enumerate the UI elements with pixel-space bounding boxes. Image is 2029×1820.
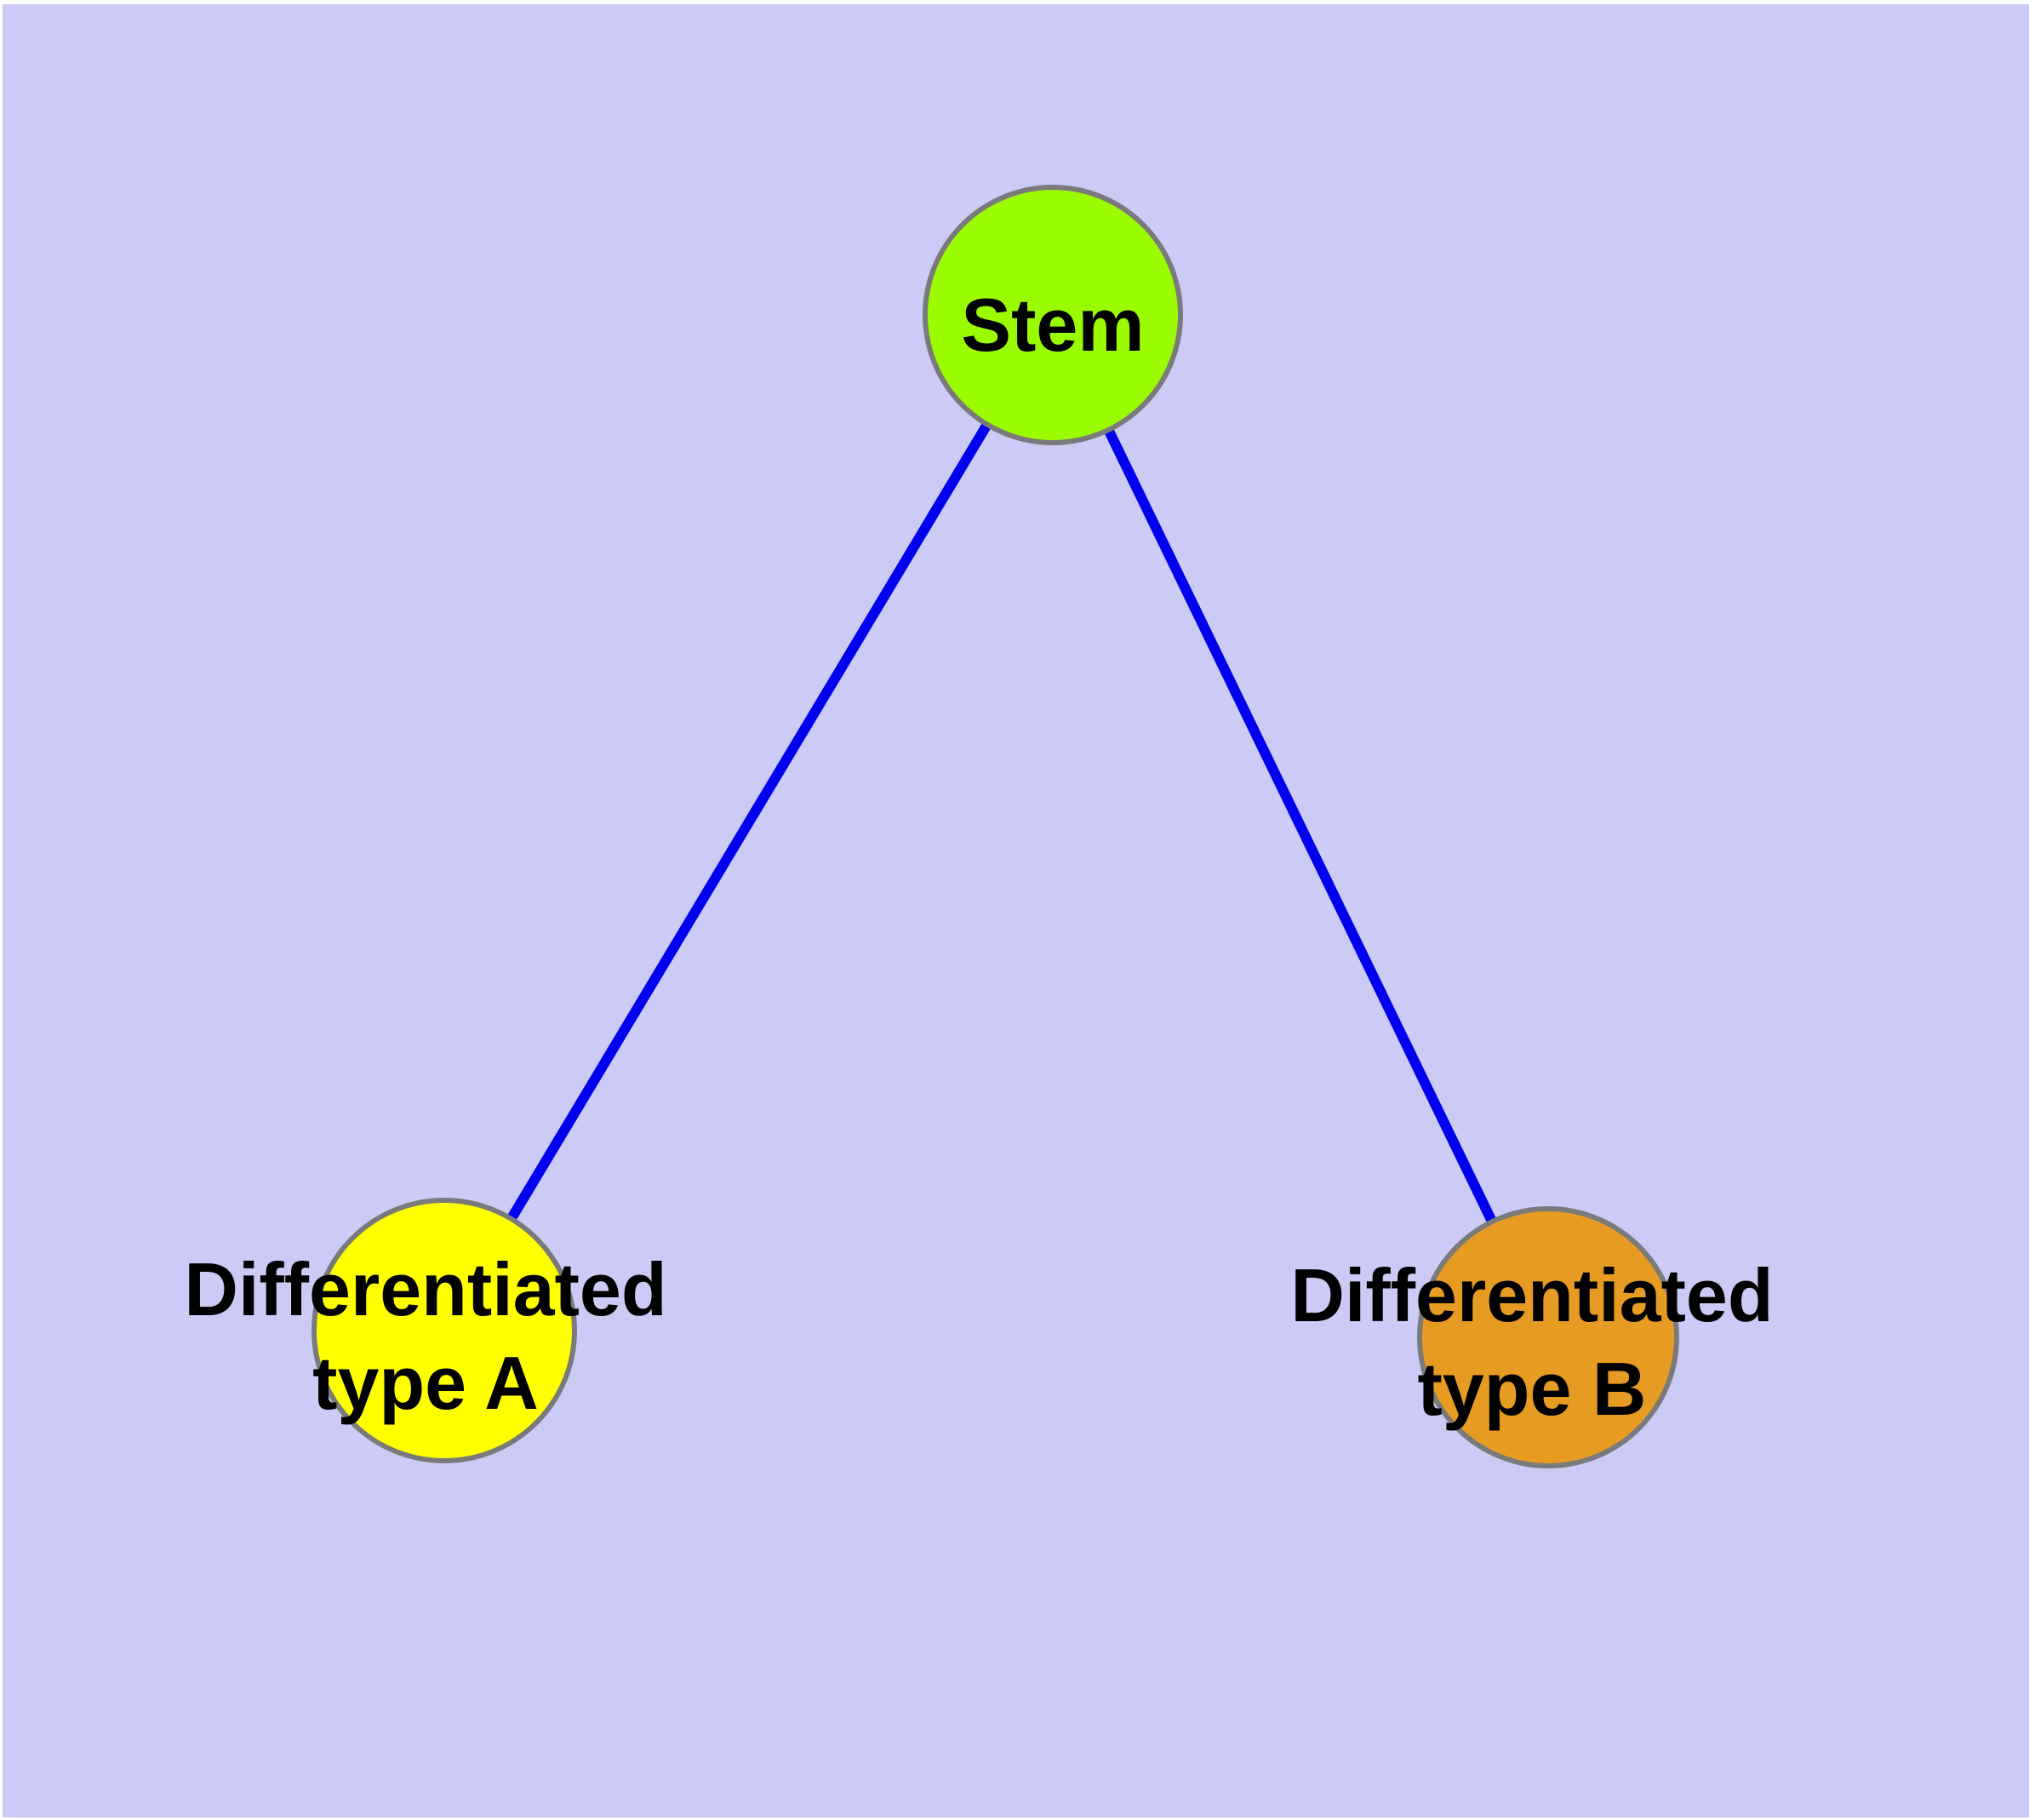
edge-stem-to-type-b — [1048, 312, 1553, 1340]
node-label-type-a-line1: Differentiated — [184, 1247, 666, 1331]
node-label-type-b-line1: Differentiated — [1290, 1253, 1773, 1337]
node-label-stem: Stem — [961, 283, 1144, 367]
node-stem — [923, 185, 1183, 445]
node-differentiated-type-b — [1417, 1206, 1679, 1468]
edge-stem-to-type-a — [439, 312, 1058, 1334]
node-label-type-b-line2: type B — [1418, 1347, 1647, 1431]
node-differentiated-type-a — [311, 1198, 577, 1463]
node-label-type-a-line2: type A — [312, 1341, 539, 1425]
